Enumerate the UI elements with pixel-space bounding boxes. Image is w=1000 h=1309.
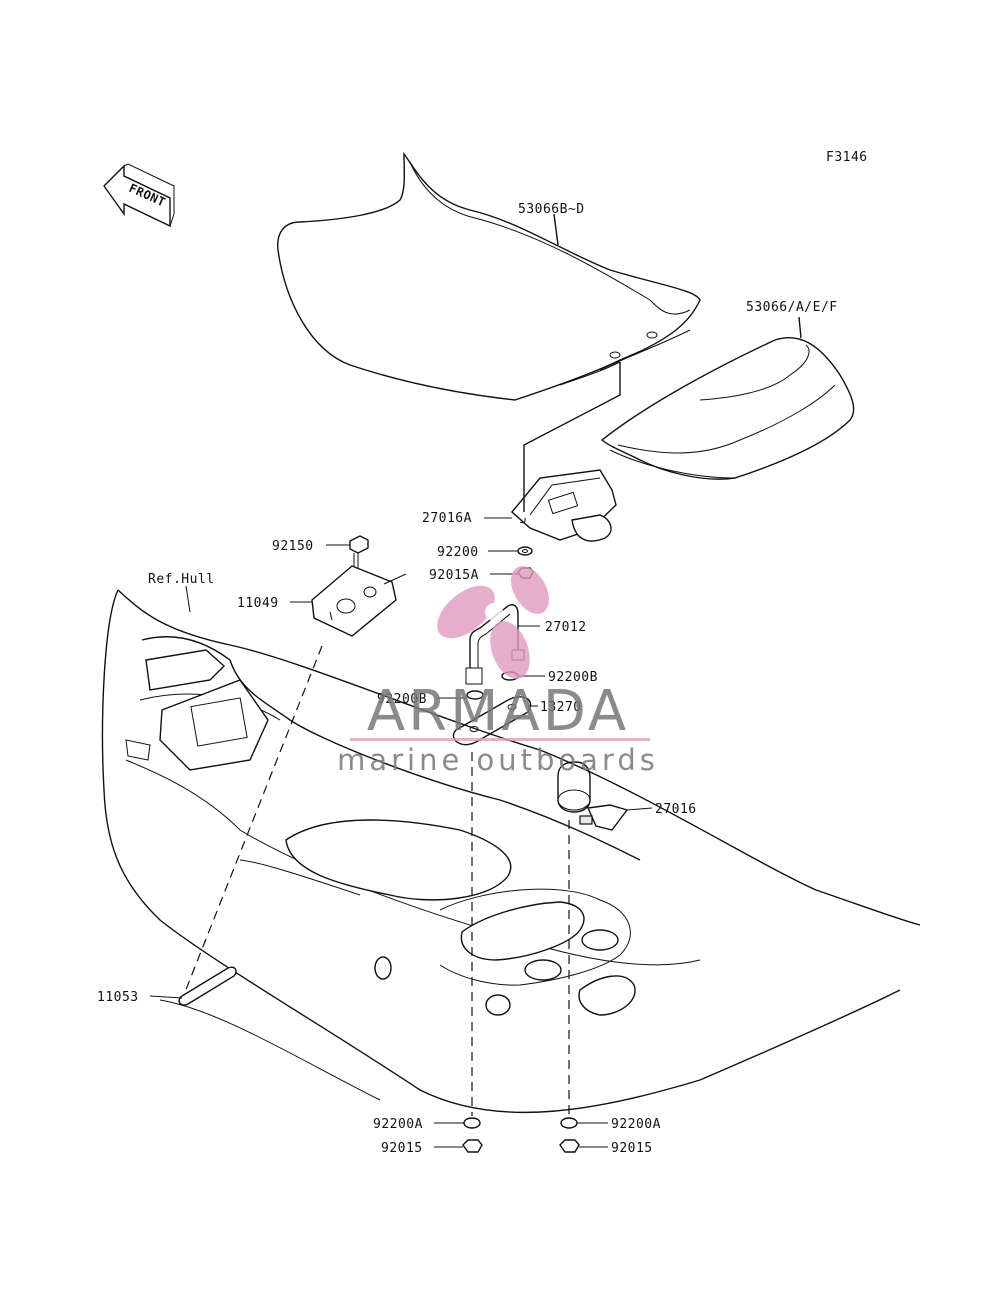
label-bracket: 11049 [237,596,279,611]
label-plate: 13270 [540,700,582,715]
hull [101,589,921,1114]
front-direction-badge: FRONT [103,163,175,228]
label-ref-hull: Ref.Hull [148,572,215,587]
label-latch-bracket: 27016A [422,511,472,526]
label-bumper: 27016 [655,802,697,817]
label-washer-a-right: 92200A [611,1117,661,1132]
washer-b-left [466,690,484,700]
label-seat-front: 53066B~D [518,202,585,217]
bracket [311,565,407,637]
watermark-propeller-logo [437,566,549,679]
label-bolt: 92150 [272,539,314,554]
label-strap: 11053 [97,990,139,1005]
label-washer-b-right: 92200B [548,670,598,685]
label-hook: 27012 [545,620,587,635]
watermark: ARMADA marine outboards [337,566,659,777]
strap [178,966,237,1006]
watermark-brand: ARMADA [367,679,629,744]
washer-upper [517,546,533,556]
label-nut-right: 92015 [611,1141,653,1156]
bolt [349,535,369,578]
nut-left [462,1139,483,1153]
seat-rear [600,336,855,480]
nut-right [559,1139,580,1153]
figure-code: F3146 [826,150,868,165]
label-seat-rear: 53066/A/E/F [746,300,838,315]
label-washer-upper: 92200 [437,545,479,560]
label-nut-upper: 92015A [429,568,479,583]
latch-bracket [511,469,617,542]
washer-a-right [560,1117,578,1129]
label-washer-a-left: 92200A [373,1117,423,1132]
label-nut-left: 92015 [381,1141,423,1156]
watermark-tagline: marine outboards [337,743,659,777]
washer-a-left [463,1117,481,1129]
seat-front [277,151,701,401]
bumper [557,761,629,831]
label-washer-b-left: 92200B [377,692,427,707]
